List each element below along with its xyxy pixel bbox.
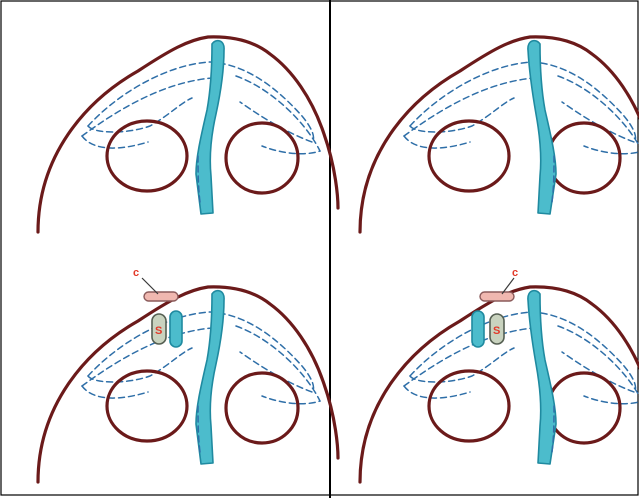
label-c: c (133, 267, 139, 279)
panel-top-left (38, 37, 338, 232)
label-s: S (155, 325, 162, 337)
columellar-graft (144, 292, 178, 301)
panel-bottom-right: c S (360, 267, 639, 482)
label-s: S (493, 325, 500, 337)
septum-deviated-left (196, 41, 224, 214)
septum-deviated-right (528, 291, 556, 464)
panel-top-right (360, 37, 639, 232)
columellar-graft (480, 292, 514, 301)
label-c: c (512, 267, 518, 279)
septum-deviated-left (196, 291, 224, 464)
septum-deviated-right (528, 41, 556, 214)
panel-bottom-left: c S (38, 267, 338, 482)
